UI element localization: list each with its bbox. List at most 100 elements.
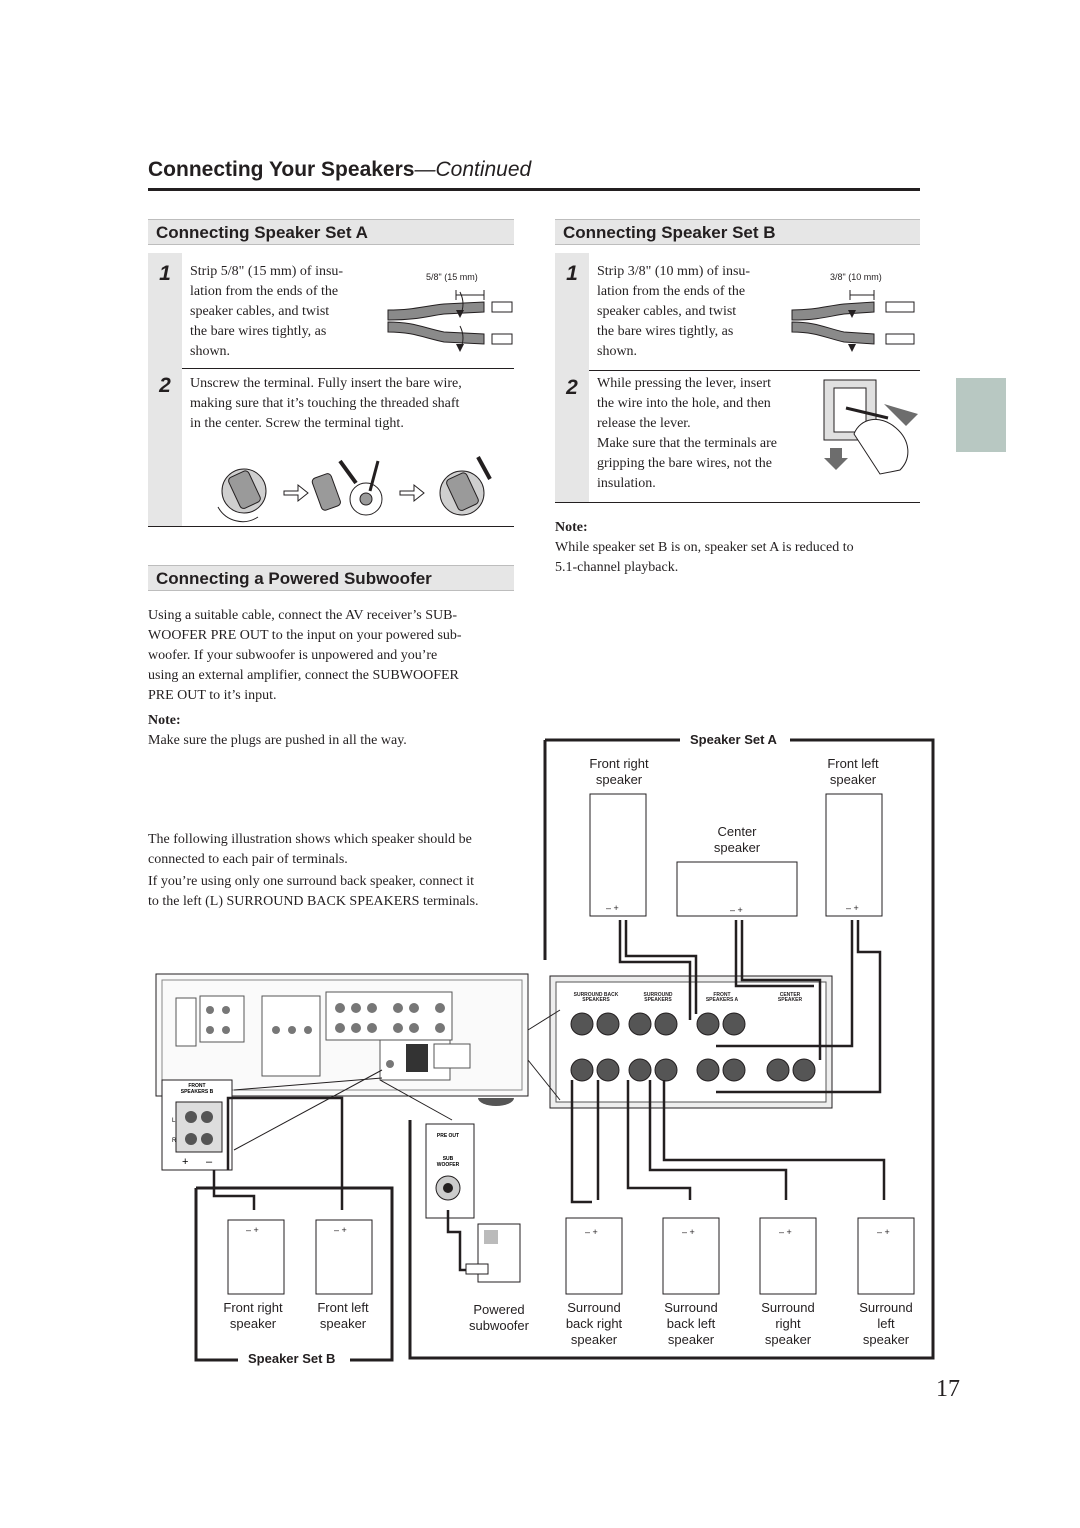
line: speaker: [862, 1332, 910, 1347]
set-a-step1-number: 1: [159, 262, 171, 285]
set-b-step1-number: 1: [566, 262, 578, 285]
set-b-note-label: Note:: [555, 520, 588, 535]
svg-text:SUB: SUB: [443, 1156, 454, 1162]
line: the bare wires tightly, as: [190, 324, 327, 339]
set-a-step-divider: [182, 368, 514, 369]
line: shown.: [597, 344, 638, 359]
set-b-heading: Connecting Speaker Set B: [555, 219, 920, 245]
svg-text:PRE OUT: PRE OUT: [437, 1133, 459, 1139]
line: WOOFER PRE OUT to the input on your powe…: [148, 628, 462, 643]
terminal-1: [217, 468, 267, 523]
svg-text:+: +: [182, 1156, 188, 1168]
line: 5.1-channel playback.: [555, 560, 679, 575]
line: speaker: [713, 840, 761, 855]
polarity-sl: – +: [877, 1227, 890, 1237]
subwoofer-heading: Connecting a Powered Subwoofer: [148, 565, 514, 591]
speaker-set-a-label: Speaker Set A: [686, 732, 781, 747]
line: speaker: [570, 1332, 618, 1347]
svg-text:SURROUND: SURROUND: [644, 992, 673, 998]
line: back left: [666, 1316, 716, 1331]
svg-text:R: R: [172, 1138, 177, 1144]
polarity-b-fr: – +: [246, 1225, 259, 1235]
line: subwoofer: [469, 1318, 529, 1333]
set-a-bottom-rule: [148, 526, 514, 527]
title-continued: —Continued: [414, 158, 532, 181]
line: gripping the bare wires, not the: [597, 456, 772, 471]
illustration-paragraph-1: The following illustration shows which s…: [148, 830, 528, 870]
svg-text:SPEAKERS A: SPEAKERS A: [706, 997, 739, 1003]
line: Strip 3/8" (10 mm) of insu-: [597, 264, 751, 279]
terminal-screw-illustration: [217, 456, 492, 523]
line: speaker: [667, 1332, 715, 1347]
speaker-wiring-diagram: FRONT SPEAKERS B L R + – SURROUND BACKSP…: [155, 738, 935, 1362]
line: Unscrew the terminal. Fully insert the b…: [190, 376, 462, 391]
polarity-sbl: – +: [682, 1227, 695, 1237]
line: Surround: [859, 1300, 913, 1315]
line: If you’re using only one surround back s…: [148, 874, 475, 889]
line: speaker: [595, 772, 643, 787]
line: Surround: [664, 1300, 718, 1315]
svg-text:L: L: [172, 1118, 176, 1124]
set-b-bottom-rule: [555, 502, 920, 503]
line: to the left (L) SURROUND BACK SPEAKERS t…: [148, 894, 479, 909]
line: shown.: [190, 344, 231, 359]
set-a-step-column: [148, 253, 182, 527]
line: woofer. If your subwoofer is unpowered a…: [148, 648, 438, 663]
set-b-step-column: [555, 253, 589, 503]
subwoofer-note-label: Note:: [148, 713, 181, 728]
set-a-dim-label: 5/8" (15 mm): [426, 272, 478, 282]
svg-text:SURROUND BACK: SURROUND BACK: [574, 992, 619, 998]
line: Front left: [317, 1300, 369, 1315]
set-b-step2-number: 2: [566, 376, 578, 399]
svg-text:FRONT: FRONT: [713, 992, 730, 998]
wire-strip-illustration-a: [387, 290, 513, 352]
set-b-step-divider: [589, 370, 920, 371]
line: lation from the ends of the: [190, 284, 339, 299]
line: lation from the ends of the: [597, 284, 746, 299]
svg-text:SPEAKERS: SPEAKERS: [582, 997, 610, 1003]
polarity-c: – +: [730, 905, 743, 915]
line: Strip 5/8" (15 mm) of insu-: [190, 264, 344, 279]
line: speaker: [319, 1316, 367, 1331]
line: back right: [565, 1316, 623, 1331]
polarity-fr: – +: [606, 903, 619, 913]
svg-text:SPEAKERS B: SPEAKERS B: [181, 1089, 214, 1095]
line: PRE OUT to it’s input.: [148, 688, 277, 703]
title-main: Connecting Your Speakers: [148, 158, 415, 181]
line: release the lever.: [597, 416, 691, 431]
subwoofer-paragraph: Using a suitable cable, connect the AV r…: [148, 606, 518, 706]
set-b-step1-text: Strip 3/8" (10 mm) of insu- lation from …: [597, 262, 787, 362]
polarity-sbr: – +: [585, 1227, 598, 1237]
illustration-paragraph-2: If you’re using only one surround back s…: [148, 872, 532, 912]
subwoofer-note-text: Make sure the plugs are pushed in all th…: [148, 733, 407, 748]
line: making sure that it’s touching the threa…: [190, 396, 460, 411]
line: the wire into the hole, and then: [597, 396, 771, 411]
line: Using a suitable cable, connect the AV r…: [148, 608, 458, 623]
set-b-note-text: While speaker set B is on, speaker set A…: [555, 538, 920, 578]
line: Center: [717, 824, 757, 839]
side-tab: [956, 378, 1006, 452]
line: Surround: [761, 1300, 815, 1315]
page-title: Connecting Your Speakers—Continued: [148, 158, 531, 182]
line: speaker: [229, 1316, 277, 1331]
line: the bare wires tightly, as: [597, 324, 734, 339]
svg-text:CENTER: CENTER: [780, 992, 801, 998]
line: speaker: [764, 1332, 812, 1347]
svg-text:WOOFER: WOOFER: [437, 1162, 460, 1168]
page-number: 17: [936, 1376, 960, 1402]
line: Surround: [567, 1300, 621, 1315]
set-a-heading: Connecting Speaker Set A: [148, 219, 514, 245]
line: speaker cables, and twist: [190, 304, 330, 319]
line: insulation.: [597, 476, 656, 491]
polarity-b-fl: – +: [334, 1225, 347, 1235]
set-a-step2-text: Unscrew the terminal. Fully insert the b…: [190, 374, 516, 434]
